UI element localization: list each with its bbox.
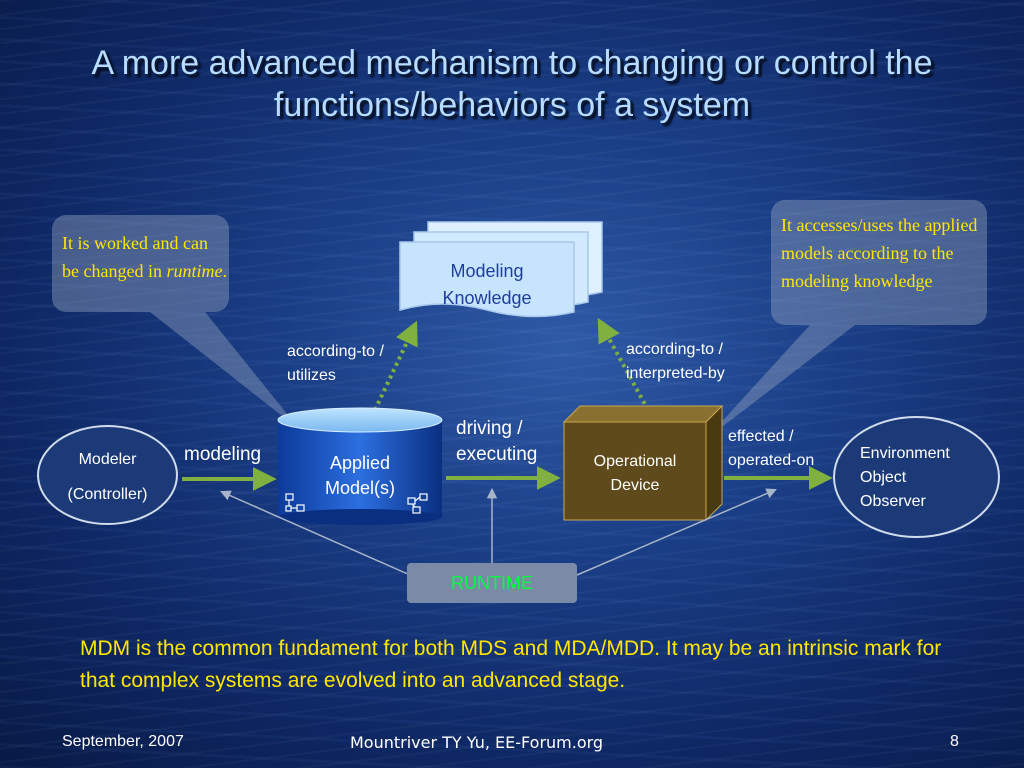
label-effected: effected / operated-on [728,425,814,473]
applied-model-line1: Applied [330,453,390,473]
label-according-utilizes-line1: according-to / [287,343,384,360]
footer-author: Mountriver TY Yu, EE-Forum.org [350,733,604,752]
knowledge-callout: It accesses/uses the applied models acco… [771,200,987,325]
runtime-label: RUNTIME [451,573,533,593]
label-according-utilizes-line2: utilizes [287,367,336,384]
model-diagram-icon-right [407,493,428,514]
label-driving-line1: driving / [456,418,523,439]
environment-text: Environment Object Observer [860,442,950,514]
footer-date: September, 2007 [62,733,184,750]
label-according-interpreted-line2: interpreted-by [626,365,725,382]
label-driving-line2: executing [456,444,538,465]
operational-device-box [562,404,724,522]
utilizes-dotted-arrow [373,320,418,411]
environment-line2: Object [860,469,907,486]
title-text: A more advanced mechanism to changing or… [91,44,933,124]
runtime-callout: It is worked and can be changed in runti… [52,215,229,312]
label-effected-line1: effected / [728,428,794,445]
interpreted-dotted-arrow [597,317,650,411]
label-modeling: modeling [184,442,261,468]
label-modeling-text: modeling [184,444,262,465]
runtime-box: RUNTIME [407,563,577,603]
runtime-callout-text: It is worked and can be changed in [62,233,208,281]
label-according-utilizes: according-to / utilizes [287,340,384,388]
modeler-node: Modeler (Controller) [37,425,178,525]
modeling-knowledge-shape [399,221,603,318]
environment-line3: Observer [860,493,926,510]
environment-line1: Environment [860,445,950,462]
label-effected-line2: operated-on [728,452,815,469]
summary-text-content: MDM is the common fundament for both MDS… [80,637,942,692]
slide-title: A more advanced mechanism to changing or… [20,42,1004,126]
runtime-arrow-left [220,490,411,576]
model-diagram-icon-left [285,493,305,512]
modeling-knowledge-line2: Knowledge [442,288,531,308]
label-driving: driving / executing [456,416,537,468]
label-according-interpreted: according-to / interpreted-by [626,338,725,386]
modeler-line1: Modeler [78,451,137,468]
runtime-arrow-right [576,488,777,576]
summary-text: MDM is the common fundament for both MDS… [80,633,980,697]
modeler-line2: (Controller) [67,486,148,503]
operational-device-line2: Device [611,477,660,494]
footer-page-number: 8 [950,733,959,750]
callout-right-pointer [705,325,855,440]
knowledge-callout-text: It accesses/uses the applied models acco… [781,215,978,291]
operational-device-line1: Operational [594,453,677,470]
runtime-callout-emphasis: runtime [166,261,223,281]
environment-node: Environment Object Observer [833,416,1000,538]
label-according-interpreted-line1: according-to / [626,341,723,358]
modeling-knowledge-line1: Modeling [450,261,523,281]
runtime-callout-suffix: . [222,261,227,281]
callout-left-pointer [150,312,300,430]
applied-model-line2: Model(s) [325,478,395,498]
